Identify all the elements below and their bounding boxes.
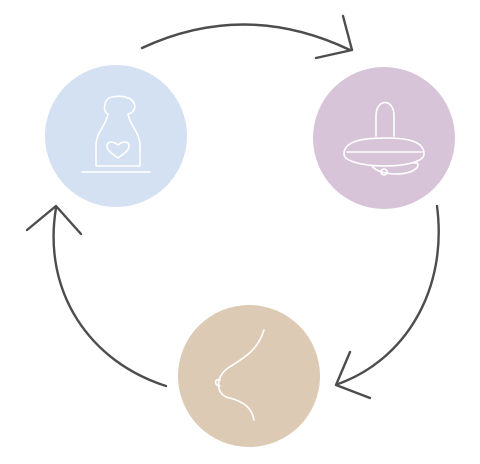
arrowhead [25,204,83,236]
node-pacifier [313,67,455,209]
node-circle [178,305,320,447]
node-circle [45,65,187,207]
arrow-bottle-to-pacifier [140,14,354,60]
arrowhead [314,14,354,60]
breast-icon [214,329,265,421]
node-breast [178,305,320,447]
arrow-breast-to-bottle [25,204,168,388]
arrow-pacifier-to-breast [334,204,440,400]
arrow-line [336,204,440,386]
arrow-line [52,206,168,388]
bottle-nipple-heart-icon [81,95,151,173]
pacifier-icon [343,101,425,176]
arrowhead [334,350,372,400]
arrow-line [140,23,352,52]
node-bottle [45,65,187,207]
